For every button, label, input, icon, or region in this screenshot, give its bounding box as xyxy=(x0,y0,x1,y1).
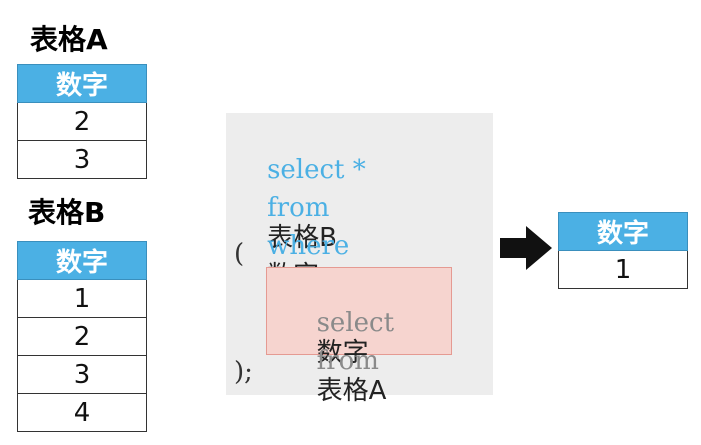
subquery-line-select: select 数字 xyxy=(267,278,394,398)
result-cell: 1 xyxy=(558,250,688,289)
code-line-close-paren: ); xyxy=(234,357,253,387)
table-b-header: 数字 xyxy=(17,241,147,280)
table-b: 数字 1 2 3 4 xyxy=(17,241,147,432)
code-line-from: from 表格B xyxy=(234,163,337,283)
keyword-select: select xyxy=(316,308,395,338)
code-line-open-paren: ( xyxy=(234,239,245,269)
table-b-cell: 4 xyxy=(17,393,147,432)
keyword-where: where xyxy=(267,231,350,261)
column-name: 数字 xyxy=(316,338,369,368)
subquery-box: select 数字 from 表格A xyxy=(266,267,452,406)
table-b-cell: 2 xyxy=(17,317,147,356)
table-a-header: 数字 xyxy=(17,64,147,103)
table-a: 数字 2 3 xyxy=(17,64,147,179)
subquery-line-from: from 表格A xyxy=(267,316,387,436)
sql-code-panel: select * from 表格B where 数字 <all ( select… xyxy=(226,113,493,406)
table-b-title: 表格B xyxy=(28,196,106,229)
table-b-cell: 3 xyxy=(17,355,147,394)
result-header: 数字 xyxy=(558,212,688,251)
code-line-select: select * xyxy=(234,125,366,215)
table-name: 表格A xyxy=(316,376,387,406)
result-table: 数字 1 xyxy=(558,212,688,289)
table-a-cell: 3 xyxy=(17,140,147,179)
table-a-cell: 2 xyxy=(17,102,147,141)
keyword-select: select * xyxy=(267,155,366,185)
table-b-cell: 1 xyxy=(17,279,147,318)
right-arrow-icon xyxy=(500,226,552,270)
table-name: 表格B xyxy=(267,223,337,253)
table-a-title: 表格A xyxy=(30,23,108,56)
keyword-from: from xyxy=(316,346,379,376)
keyword-from: from xyxy=(267,193,330,223)
